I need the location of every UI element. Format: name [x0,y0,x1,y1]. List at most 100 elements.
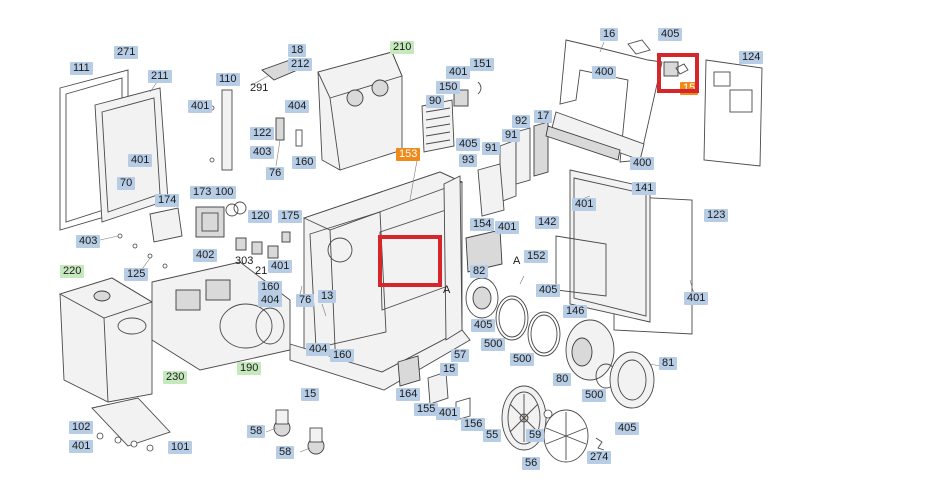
callout-212: 212 [288,58,313,71]
side-panel-123 [569,169,693,335]
callout-58: 58 [247,425,266,438]
callout-401: 401 [128,154,153,167]
callout-190: 190 [237,362,262,375]
callout-401: 401 [188,100,213,113]
callout-401: 401 [495,221,520,234]
callout-100: 100 [212,186,237,199]
callout-274: 274 [587,451,612,464]
callout-153: 153 [396,148,421,161]
screw-set-125 [99,233,168,273]
callout-154: 154 [470,218,495,231]
filter-91 [499,121,549,203]
vent-grille-90 [421,99,455,153]
callout-271: 271 [114,46,139,59]
callout-500: 500 [481,338,506,351]
callout-303: 303 [235,255,254,267]
callout-141: 141 [632,182,657,195]
callout-76: 76 [266,167,285,180]
callout-175: 175 [278,210,303,223]
callout-18: 18 [288,44,307,57]
holder-154 [465,229,503,273]
callout-230: 230 [163,371,188,384]
callout-404: 404 [285,100,310,113]
callout-57: 57 [451,349,470,362]
callout-70: 70 [117,177,136,190]
callout-403: 403 [76,235,101,248]
callout-210: 210 [390,41,415,54]
callout-16: 16 [600,28,619,41]
callout-160: 160 [292,156,317,169]
callout-220: 220 [60,265,85,278]
connector-405 [627,39,689,77]
callout-A-lower: A [443,284,451,296]
callout-110: 110 [216,73,240,86]
callout-404: 404 [258,294,283,307]
callout-92: 92 [512,115,531,128]
back-panel-124 [703,59,763,167]
callout-174: 174 [155,194,180,207]
callout-93: 93 [459,154,478,167]
tank-210 [317,51,403,171]
callout-405: 405 [615,422,640,435]
clip-set-404 [275,117,303,167]
callout-91: 91 [502,129,521,142]
clip-274 [595,437,605,451]
pump-assembly-190 [151,261,291,371]
callout-401: 401 [268,260,293,273]
callout-400: 400 [630,157,655,170]
callout-405: 405 [536,284,561,297]
callout-405: 405 [658,28,683,41]
callout-405: 405 [456,138,481,151]
callout-125: 125 [124,268,149,281]
callout-291: 291 [250,82,269,94]
highlight-box-connector [657,53,699,93]
callout-401: 401 [684,292,709,305]
cover-174 [149,207,183,243]
callout-404: 404 [306,343,331,356]
callout-401: 401 [446,66,471,79]
callout-151: 151 [470,58,495,71]
callout-400: 400 [592,66,617,79]
base-plate-101 [91,397,171,452]
callout-55: 55 [483,429,502,442]
callout-122: 122 [250,127,275,140]
callout-211: 211 [148,70,172,83]
callout-120: 120 [248,210,273,223]
callout-500: 500 [510,353,535,366]
callout-59: 59 [526,429,545,442]
callout-58: 58 [276,446,295,459]
callout-13: 13 [318,290,337,303]
callout-160: 160 [258,281,283,294]
callout-82: 82 [470,265,489,278]
handle-frame-16 [545,39,663,163]
callout-401: 401 [436,407,461,420]
callout-401: 401 [572,198,597,211]
callout-142: 142 [535,216,560,229]
motor-cover-81 [609,351,661,409]
callout-90: 90 [426,95,445,108]
callout-56: 56 [522,457,541,470]
callout-76: 76 [296,294,315,307]
callout-21: 21 [255,265,268,277]
callout-15: 15 [440,363,459,376]
highlight-box-housing [378,235,442,287]
callout-403: 403 [250,146,275,159]
bracket-142 [555,235,607,297]
bracket-150 [453,81,482,107]
caster-58 [265,409,325,455]
callout-405: 405 [471,319,496,332]
callout-91: 91 [482,142,501,155]
seal-rings-500 [495,295,561,357]
callout-17: 17 [534,110,553,123]
hub-cap-56 [543,409,589,463]
callout-401: 401 [69,440,94,453]
main-housing [289,171,471,391]
callout-402: 402 [193,249,218,262]
callout-80: 80 [553,373,572,386]
callout-A-upper: A [513,255,521,267]
callout-111: 111 [70,62,93,75]
pump-heads-120 [235,231,291,259]
callout-173: 173 [190,186,215,199]
callout-81: 81 [659,357,678,370]
